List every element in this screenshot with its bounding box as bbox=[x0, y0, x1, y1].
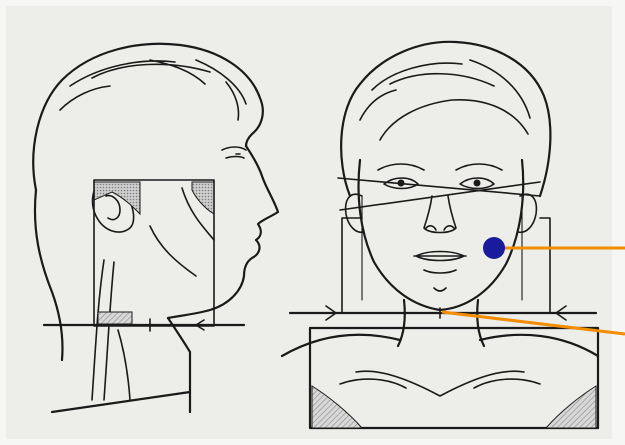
cheek-marker bbox=[483, 237, 505, 259]
lateral-hatched-block bbox=[98, 312, 132, 324]
frontal-right-pupil bbox=[474, 180, 481, 187]
